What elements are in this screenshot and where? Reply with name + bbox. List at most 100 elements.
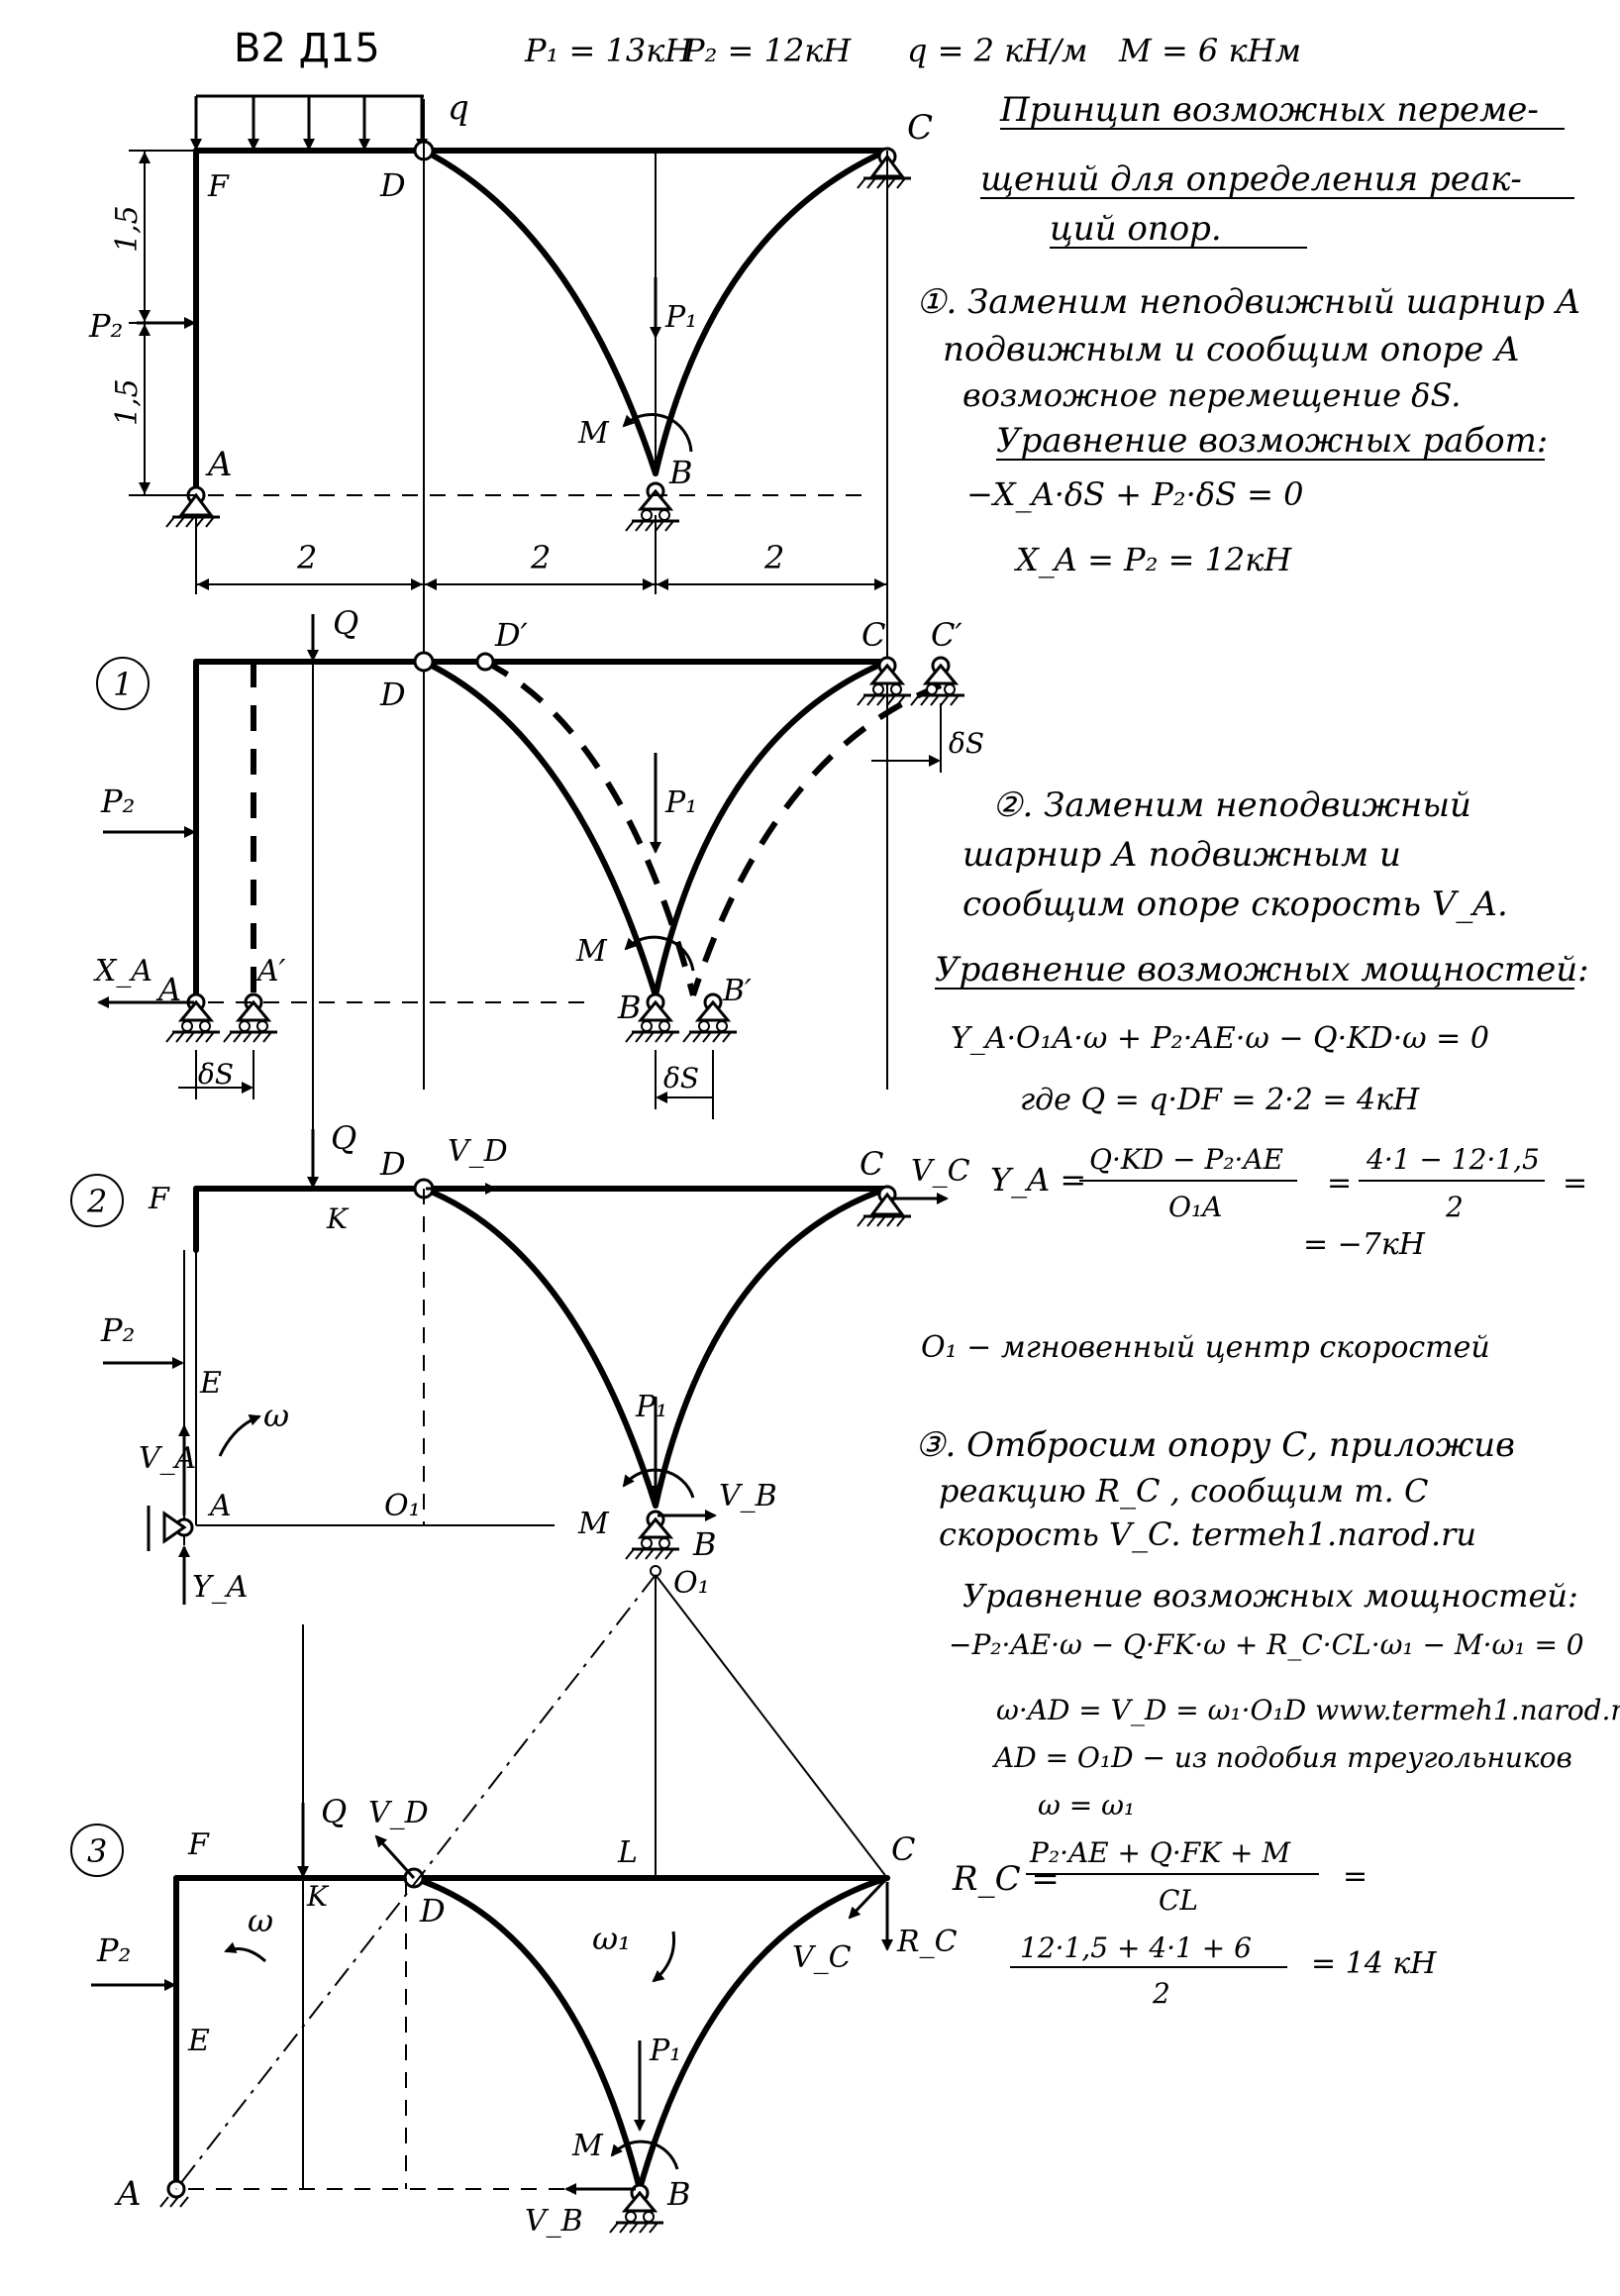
structure-case-1: 1 Q P₂ P₁ M X_A δS (93, 604, 984, 1189)
svg-text:O₁: O₁ (673, 1566, 710, 1601)
svg-text:V_D: V_D (368, 1796, 429, 1830)
svg-text:δS: δS (949, 727, 984, 760)
svg-text:δS: δS (663, 1062, 699, 1095)
step2-eq-3-num: Q·KD − P₂·AE (1089, 1143, 1283, 1176)
step1-line-1: ①. Заменим неподвижный шарнир А (916, 282, 1581, 322)
svg-text:2: 2 (296, 539, 317, 576)
solution-text: Принцип возможных переме- щений для опре… (915, 90, 1620, 2010)
structure-case-3: 3 O₁ L Q V_D V_C R_C P₂ ω (70, 1565, 958, 2239)
step2-eq-3-den: O₁A (1168, 1191, 1222, 1223)
step1-eq-2: X_A = P₂ = 12кН (1013, 541, 1292, 578)
title-line-2: щений для определения реак- (980, 159, 1522, 199)
svg-text:P₁: P₁ (635, 1390, 667, 1424)
step3-line-4: Уравнение возможных мощностей: (962, 1577, 1578, 1615)
svg-text:F: F (148, 1182, 170, 1216)
svg-text:A: A (114, 2174, 142, 2214)
svg-text:C: C (860, 1145, 883, 1183)
svg-text:2: 2 (86, 1183, 107, 1220)
svg-text:M: M (577, 416, 610, 451)
svg-text:ω: ω (263, 1397, 289, 1434)
step3-line-1: ③. Отбросим опору С, приложив (915, 1425, 1515, 1465)
svg-text:B′: B′ (722, 974, 752, 1008)
rc-result: = 14 кН (1311, 1946, 1437, 1981)
svg-text:2: 2 (530, 539, 551, 576)
structure-original: q 1,5 1,5 2 2 2 (88, 88, 933, 1090)
svg-text:3: 3 (87, 1832, 107, 1870)
step2-eq-2: где Q = q·DF = 2·2 = 4кН (1020, 1083, 1420, 1117)
variant-label: В2 Д15 (234, 26, 380, 71)
svg-text:B: B (617, 989, 642, 1026)
step2-eq-3-num2: 4·1 − 12·1,5 (1366, 1143, 1540, 1176)
svg-text:V_C: V_C (911, 1154, 970, 1189)
rc-den: CL (1159, 1884, 1198, 1917)
svg-text:P₁: P₁ (664, 300, 697, 335)
step3-eq-2: ω·AD = V_D = ω₁·O₁D www.termeh1.narod.ru (996, 1694, 1620, 1726)
svg-text:P₂: P₂ (96, 1931, 131, 1969)
svg-text:V_D: V_D (448, 1134, 508, 1169)
svg-text:V_B: V_B (525, 2204, 583, 2239)
step1-line-2: подвижным и сообщим опоре А (943, 330, 1520, 369)
svg-text:Y_A: Y_A (192, 1570, 248, 1605)
p1-value: P₁ = 13кН (524, 32, 693, 69)
rc-eq: = (1343, 1859, 1367, 1894)
svg-text:D: D (379, 676, 406, 713)
svg-text:1,5: 1,5 (110, 205, 145, 253)
step1-eq-1: −X_A·δS + P₂·δS = 0 (966, 475, 1303, 513)
svg-text:E: E (199, 1366, 222, 1401)
rc-num: P₂·AE + Q·FK + M (1029, 1836, 1291, 1869)
svg-text:B: B (666, 2175, 691, 2213)
rc-num2: 12·1,5 + 4·1 + 6 (1020, 1931, 1252, 1964)
svg-text:ω: ω (248, 1902, 273, 1939)
svg-text:A: A (155, 971, 181, 1008)
rc-lhs: R_C = (952, 1859, 1060, 1899)
svg-text:P₂: P₂ (100, 1311, 135, 1349)
title-line-3: ций опор. (1050, 209, 1222, 249)
svg-text:C: C (891, 1830, 915, 1868)
svg-text:A′: A′ (254, 954, 286, 989)
rc-den2: 2 (1152, 1977, 1170, 2010)
step2-eq-1: Y_A·O₁A·ω + P₂·AE·ω − Q·KD·ω = 0 (951, 1021, 1489, 1056)
step1-line-4: Уравнение возможных работ: (996, 421, 1548, 461)
svg-text:D: D (419, 1892, 446, 1930)
svg-text:Q: Q (331, 1119, 356, 1157)
svg-text:A: A (207, 1489, 232, 1523)
step2-eq-4: = −7кН (1303, 1227, 1426, 1262)
svg-text:O₁: O₁ (384, 1489, 421, 1523)
svg-text:E: E (187, 2024, 210, 2058)
svg-text:1: 1 (113, 666, 133, 703)
svg-text:V_B: V_B (719, 1479, 777, 1513)
svg-text:1,5: 1,5 (110, 378, 145, 426)
svg-text:M: M (575, 934, 608, 969)
step3-line-3: скорость V_C. termeh1.narod.ru (939, 1515, 1476, 1553)
svg-text:V_A: V_A (139, 1441, 196, 1476)
step2-line-2: шарнир А подвижным и (962, 835, 1401, 875)
svg-text:V_C: V_C (792, 1940, 852, 1975)
step2-line-4: Уравнение возможных мощностей: (935, 950, 1589, 990)
svg-text:B: B (692, 1525, 717, 1563)
svg-text:P₂: P₂ (100, 783, 135, 820)
m-value: M = 6 кНм (1118, 32, 1301, 69)
svg-text:B: B (668, 454, 693, 491)
svg-text:D: D (379, 166, 406, 204)
step2-eq-3-lhs: Y_A = (990, 1161, 1086, 1199)
q-value: q = 2 кН/м (907, 32, 1088, 69)
step2-note: O₁ − мгновенный центр скоростей (921, 1330, 1490, 1365)
svg-text:P₁: P₁ (649, 2034, 681, 2068)
svg-text:Q: Q (333, 604, 358, 642)
structure-case-2: 2 Q V_D V_C P₂ V_A Y_A ω (70, 1119, 970, 1605)
svg-text:D: D (379, 1145, 406, 1183)
p2-value: P₂ = 12кН (682, 32, 852, 69)
svg-text:M: M (571, 2129, 604, 2163)
svg-text:D′: D′ (494, 616, 529, 654)
step3-eq-4: ω = ω₁ (1038, 1789, 1135, 1822)
svg-text:P₁: P₁ (664, 785, 697, 820)
title-line-1: Принцип возможных переме- (999, 90, 1539, 130)
step2-line-3: сообщим опоре скорость V_A. (962, 885, 1508, 924)
step1-line-3: возможное перемещение δS. (962, 376, 1461, 414)
step2-eq-3-end: = (1563, 1166, 1587, 1200)
step2-eq-3-mid: = (1327, 1166, 1352, 1200)
svg-text:2: 2 (763, 539, 784, 576)
step2-line-1: ②. Заменим неподвижный (992, 785, 1471, 825)
